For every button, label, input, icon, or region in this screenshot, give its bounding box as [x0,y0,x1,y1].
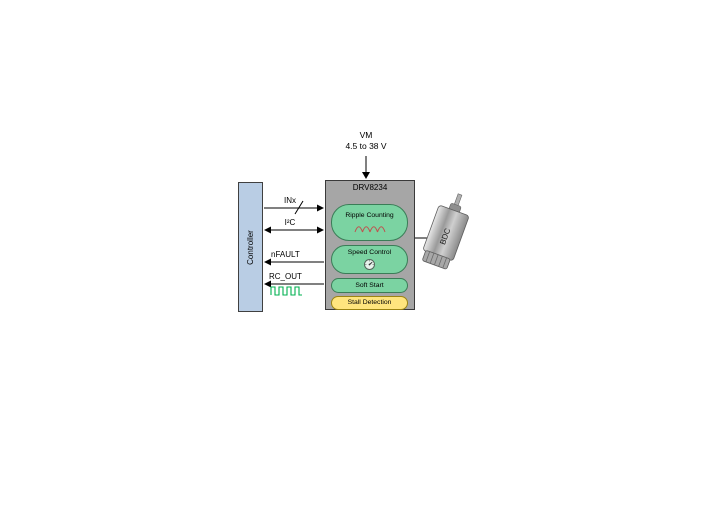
inx-line [264,200,324,215]
feature-soft-start: Soft Start [331,278,408,293]
supply-range: 4.5 to 38 V [345,141,387,151]
device-title: DRV8234 [352,183,388,192]
feature-speed-control: Speed Control [331,245,408,274]
feature-stall-detection-label: Stall Detection [347,299,392,306]
nfault-line [264,258,324,266]
square-wave-icon [270,286,302,296]
signal-inx-label: INx [284,196,296,205]
device-block: DRV8234 Ripple Counting Speed Control So… [325,180,415,310]
supply-name: VM [359,130,373,140]
motor-illustration: BDC [422,193,469,270]
supply-label: VM 4.5 to 38 V [316,130,416,152]
feature-ripple-counting: Ripple Counting [331,204,408,241]
rcout-line [264,280,324,288]
feature-ripple-counting-label: Ripple Counting [345,212,394,219]
controller-block: Controller [238,182,263,312]
ripple-waveform-icon [354,226,385,233]
signal-nfault-label: nFAULT [271,250,300,259]
feature-stall-detection: Stall Detection [331,296,408,310]
i2c-line [264,226,324,234]
feature-speed-control-label: Speed Control [347,248,392,256]
signal-rcout-label: RC_OUT [269,272,302,281]
feature-soft-start-label: Soft Start [355,281,384,289]
motor-endcap [422,250,451,270]
inx-bus-slash [294,200,304,215]
gauge-icon [364,258,375,270]
vm-arrow [362,156,370,179]
signal-i2c-label: I²C [284,218,296,227]
